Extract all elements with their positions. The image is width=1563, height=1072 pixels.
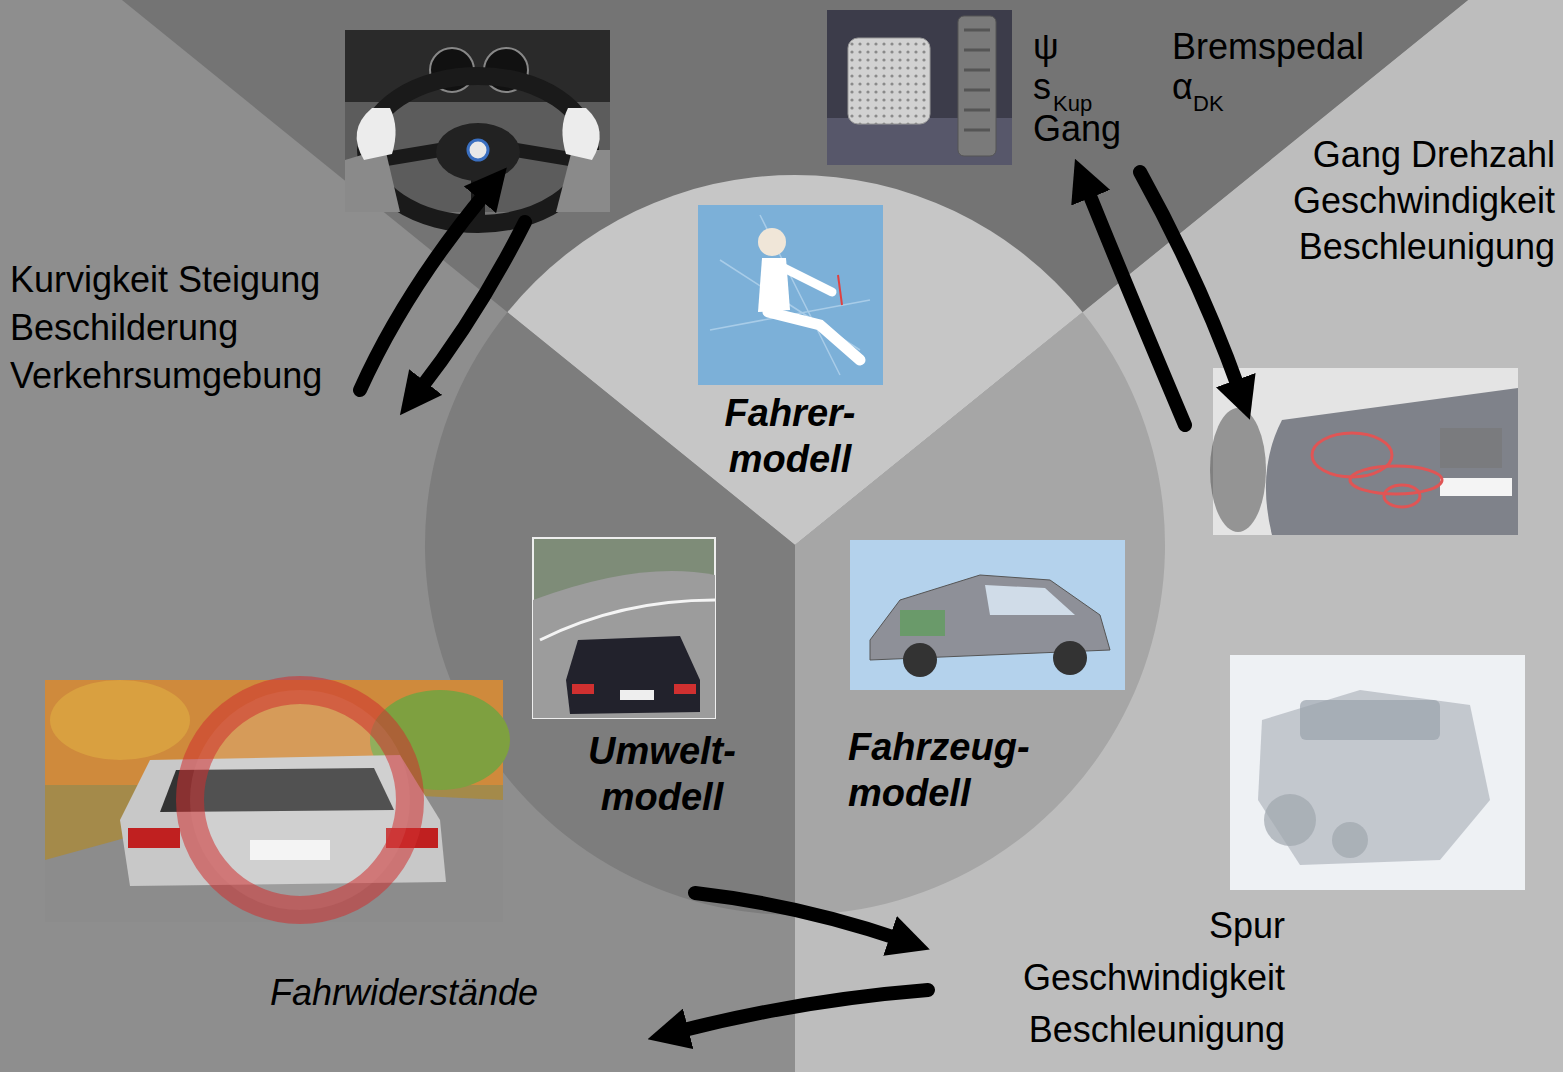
cylinder-head	[1300, 700, 1440, 740]
pedal-photo	[827, 10, 1012, 165]
number-plate	[620, 690, 654, 700]
sleeve	[556, 150, 610, 212]
tail-light	[128, 828, 180, 848]
model-label: Fahrer- modell	[725, 390, 856, 482]
dummy-arm	[784, 268, 832, 292]
photo-ground	[1230, 655, 1525, 890]
signal-list: Kurvigkeit Steigung Beschilderung Verkeh…	[10, 256, 322, 400]
speed-sign	[190, 690, 410, 910]
tree	[50, 680, 190, 760]
grille	[1440, 428, 1502, 468]
dashboard	[345, 30, 610, 102]
photo-ground	[698, 205, 883, 385]
signal-list: Gang Drehzahl Geschwindigkeit Beschleuni…	[1293, 132, 1555, 270]
arrow	[418, 222, 525, 392]
curve-car-photo	[533, 538, 715, 718]
dummy-head	[758, 228, 786, 256]
accelerator-pedal	[958, 16, 996, 156]
signal-label: Fahrwiderstände	[270, 972, 538, 1013]
signal-label: α	[1172, 66, 1193, 107]
engine	[900, 610, 945, 636]
number-plate	[1440, 478, 1512, 496]
wheel-hub	[436, 123, 520, 181]
road-marking	[540, 600, 715, 640]
hand	[562, 108, 599, 160]
signal-label: Gang	[1033, 108, 1121, 149]
arrow	[676, 990, 928, 1032]
brake-pedal	[848, 38, 930, 124]
model-label: Umwelt- modell	[588, 728, 736, 820]
highlight-mark	[1312, 433, 1392, 477]
arrow	[360, 190, 488, 390]
model-name: Umwelt- modell	[588, 728, 736, 820]
hand	[357, 108, 396, 160]
model-name: Fahrer- modell	[725, 390, 856, 482]
pulley	[1332, 822, 1368, 858]
arrows	[360, 172, 1240, 1032]
engine-photo	[1230, 655, 1525, 890]
speed-sign-ring	[190, 690, 410, 910]
dummy-photo	[698, 205, 883, 385]
tyre	[1210, 408, 1266, 532]
car-front-photo	[1210, 368, 1518, 535]
accelerator-ribs	[964, 30, 990, 130]
photo-ground	[827, 10, 1012, 165]
signal-label: ψ	[1033, 26, 1059, 67]
photo-ground	[850, 540, 1125, 690]
model-name: Fahrzeug- modell	[848, 724, 1030, 816]
model-label: Fahrzeug- modell	[848, 724, 1030, 816]
signal-label: DK	[1193, 91, 1224, 116]
highlight-mark	[1384, 485, 1420, 507]
engine-block	[1258, 690, 1490, 865]
road	[533, 571, 715, 718]
wireframe	[710, 215, 870, 375]
car-body	[566, 636, 700, 714]
arrow	[1086, 186, 1185, 425]
photo-ground	[533, 538, 715, 718]
tail-light	[572, 684, 594, 694]
pulley	[1264, 794, 1316, 846]
wheel	[1053, 641, 1087, 675]
signal-list: Spur Geschwindigkeit Beschleunigung	[1023, 900, 1285, 1056]
brake-pedal-grip	[848, 38, 930, 124]
logo	[468, 140, 488, 160]
steering-line	[838, 275, 842, 305]
window	[985, 585, 1075, 615]
dummy-leg	[768, 312, 860, 360]
road-car-photo	[45, 680, 510, 922]
signal-label: s	[1033, 66, 1051, 107]
highlight-mark	[1350, 466, 1442, 494]
tail-light	[674, 684, 696, 694]
arrow	[695, 893, 902, 940]
cutaway-car-photo	[850, 540, 1125, 690]
signal-label: Bremspedal	[1172, 26, 1364, 67]
car-body	[1266, 388, 1518, 535]
wheel	[903, 643, 937, 677]
